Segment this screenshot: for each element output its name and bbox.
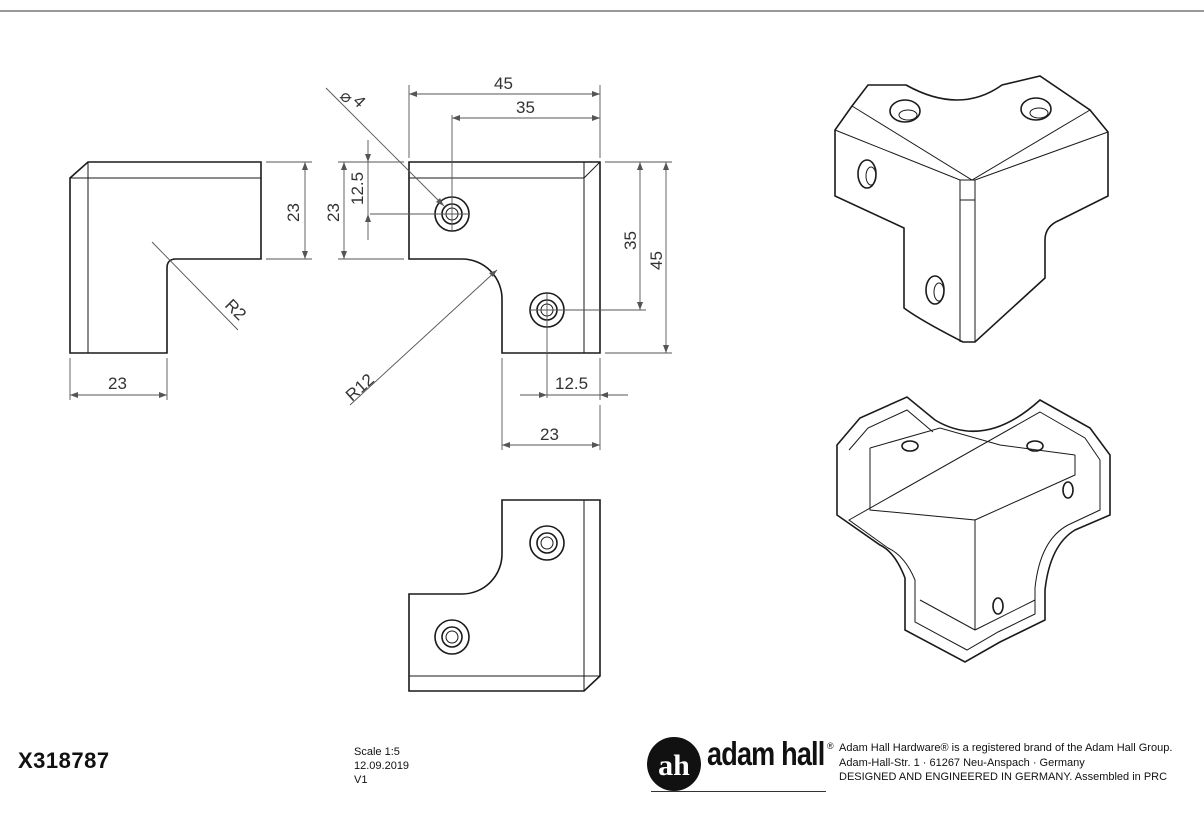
dim-front-height-left: 23 — [324, 203, 343, 222]
logo-registered-mark: ® — [827, 741, 834, 751]
logo-wordmark: adam hall — [707, 735, 825, 772]
dim-front-hole-spacing-x: 35 — [516, 98, 535, 117]
dim-side-radius: R2 — [221, 295, 250, 324]
side-view: 23 23 R2 — [69, 161, 312, 400]
version-text: V1 — [354, 774, 368, 786]
brand-line-2: Adam-Hall-Str. 1 · 61267 Neu-Anspach · G… — [839, 756, 1085, 769]
iso-view-outer — [834, 75, 1109, 343]
dim-front-hole-spacing-y: 35 — [621, 231, 640, 250]
dim-front-hole-offset-x: 12.5 — [555, 374, 588, 393]
dim-front-width-overall: 45 — [494, 74, 513, 93]
dim-side-height-right: 23 — [284, 203, 303, 222]
back-view — [408, 499, 601, 692]
iso-view-inner — [836, 396, 1111, 663]
front-view: 45 35 23 12.5 ⌀ 4 35 45 — [324, 74, 672, 450]
dim-side-width-bottom: 23 — [108, 374, 127, 393]
dim-front-hole-offset-y: 12.5 — [348, 172, 367, 205]
logo-underline — [651, 791, 826, 792]
brand-line-1: Adam Hall Hardware® is a registered bran… — [839, 742, 1173, 754]
date-text: 12.09.2019 — [354, 760, 410, 772]
dim-front-width-bottom: 23 — [540, 425, 559, 444]
brand-line-3: DESIGNED AND ENGINEERED IN GERMANY. Asse… — [839, 771, 1168, 783]
brand-info: Adam Hall Hardware® is a registered bran… — [839, 741, 1172, 785]
dim-front-radius: R12 — [342, 370, 378, 405]
part-number: X318787 — [18, 748, 110, 773]
dim-front-height-overall: 45 — [647, 251, 666, 270]
scale-text: Scale 1:5 — [354, 746, 400, 758]
drawing-meta: Scale 1:5 12.09.2019 V1 — [354, 745, 409, 787]
logo-monogram: ah — [658, 749, 690, 782]
adam-hall-logo-icon: ah — [647, 737, 701, 791]
